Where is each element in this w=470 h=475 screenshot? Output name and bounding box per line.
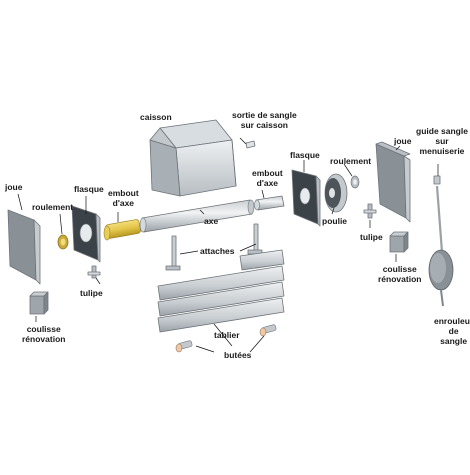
label-caisson: caisson <box>140 112 172 122</box>
joue-left-part <box>7 209 41 285</box>
tulipe-right-part <box>363 203 377 219</box>
label-tablier: tablier <box>214 330 240 340</box>
label-embout-axe-left: embout d'axe <box>108 188 139 208</box>
coulisse-left-part <box>29 291 49 315</box>
flasque-left-part <box>71 205 101 263</box>
coulisse-right-part <box>389 231 409 253</box>
label-roulement-right: roulement <box>330 156 372 166</box>
flasque-right-part <box>291 169 321 227</box>
label-sortie-sangle: sortie de sangle sur caisson <box>232 110 297 130</box>
label-roulement-left: roulement <box>32 202 74 212</box>
roulement-left-part <box>57 234 69 250</box>
label-coulisse-right: coulisse rénovation <box>378 264 422 284</box>
caisson-box <box>149 119 237 197</box>
leader-lines <box>17 137 439 353</box>
tulipe-left-part <box>87 265 101 279</box>
label-axe: axe <box>204 216 219 226</box>
label-attaches: attaches <box>200 246 235 256</box>
enrouleur-sangle-part <box>428 185 454 307</box>
embout-axe-left-part <box>103 219 141 241</box>
label-tulipe-right: tulipe <box>360 232 383 242</box>
label-joue-right: joue <box>394 136 412 146</box>
tablier-slats <box>157 249 285 333</box>
butees-part <box>175 324 277 353</box>
sortie-sangle-plate <box>245 140 256 149</box>
label-tulipe-left: tulipe <box>80 288 103 298</box>
label-coulisse-left: coulisse rénovation <box>22 324 66 344</box>
label-flasque-left: flasque <box>74 184 104 194</box>
roulement-right-part <box>350 175 360 189</box>
axe-tube <box>139 199 255 233</box>
guide-sangle-part <box>433 175 441 185</box>
label-embout-axe-right: embout d'axe <box>252 168 283 188</box>
embout-axe-right-part <box>254 195 285 211</box>
label-poulie: poulie <box>322 216 348 226</box>
label-flasque-right: flasque <box>290 150 320 160</box>
joue-right-part <box>375 141 411 223</box>
label-butees: butées <box>224 350 252 360</box>
poulie-part <box>324 173 348 213</box>
attaches-part <box>165 223 263 271</box>
label-enrouleur: enrouleur de sangle <box>434 316 470 346</box>
label-joue-left: joue <box>5 182 23 192</box>
label-guide-sangle: guide sangle sur menuiserie <box>416 126 468 156</box>
